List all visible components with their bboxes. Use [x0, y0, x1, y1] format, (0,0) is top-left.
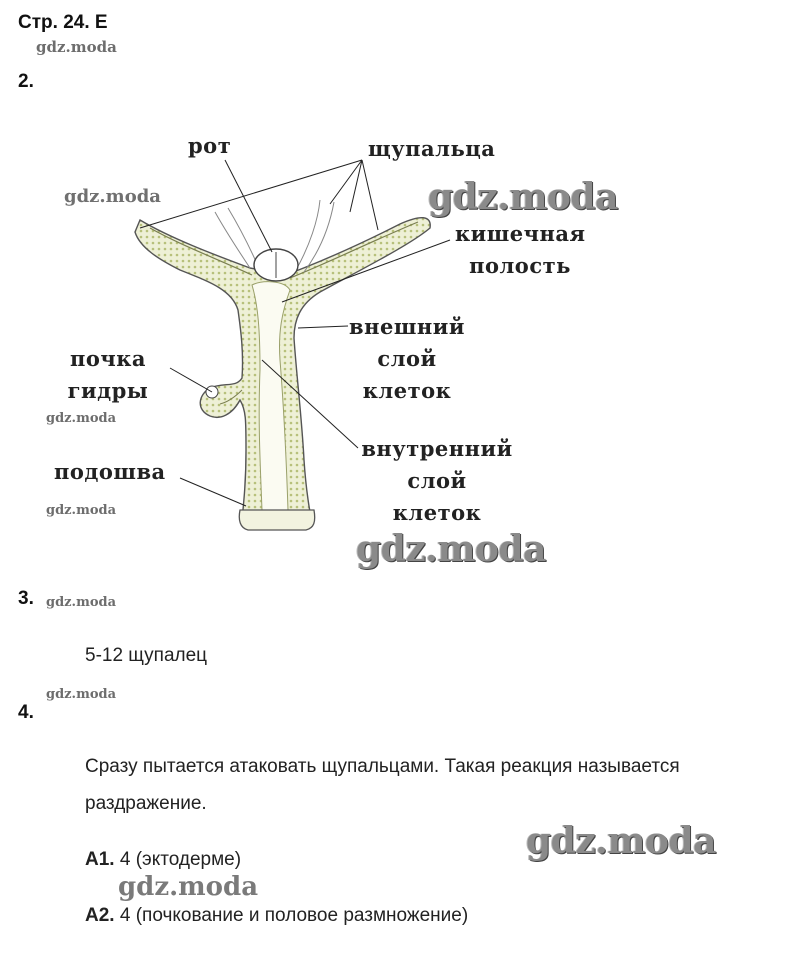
answer-a1-text: 4 (эктодерме)	[114, 849, 242, 870]
watermark: gdz.moda	[526, 820, 716, 862]
question-4-answer-line2: раздражение.	[85, 793, 207, 814]
label-hydra-bud: почка гидры	[67, 346, 149, 403]
label-gut-cavity: кишечная полость	[455, 221, 586, 278]
label-mouth: рот	[188, 133, 232, 158]
watermark: gdz.moda	[46, 595, 117, 610]
answer-a2-text: 4 (почкование и половое размножение)	[114, 905, 469, 926]
watermark: gdz.moda	[46, 687, 117, 702]
label-outer-layer: внешний слой клеток	[349, 314, 465, 403]
hydra-foot	[238, 509, 316, 531]
watermark: gdz.moda	[46, 503, 117, 518]
label-tentacles: щупальца	[368, 136, 496, 161]
answer-a1-label: А1.	[85, 849, 115, 870]
hydra-body	[134, 217, 431, 521]
answer-a2-label: А2.	[85, 905, 115, 926]
answer-a2: А2. 4 (почкование и половое размножение)	[85, 905, 468, 927]
question-3-number: 3.	[18, 588, 34, 609]
page-header: Стр. 24. Е	[18, 12, 108, 33]
watermark: gdz.moda	[46, 411, 117, 426]
watermark: gdz.moda	[356, 528, 546, 570]
label-inner-layer: внутренний слой клеток	[361, 436, 513, 525]
question-3-answer: 5-12 щупалец	[85, 645, 208, 666]
watermark: gdz.moda	[64, 186, 161, 207]
leader-lines	[139, 159, 451, 507]
watermark: gdz.moda	[36, 38, 117, 56]
label-sole: подошва	[54, 459, 166, 484]
watermark: gdz.moda	[118, 872, 259, 902]
question-2-number: 2.	[18, 71, 34, 92]
watermark: gdz.moda	[428, 176, 618, 218]
hydra-diagram	[134, 159, 451, 531]
gut-cavity	[251, 281, 291, 511]
question-4-number: 4.	[18, 702, 34, 723]
question-4-answer-line1: Сразу пытается атаковать щупальцами. Так…	[85, 756, 680, 777]
answer-a1: А1. 4 (эктодерме)	[85, 849, 241, 871]
